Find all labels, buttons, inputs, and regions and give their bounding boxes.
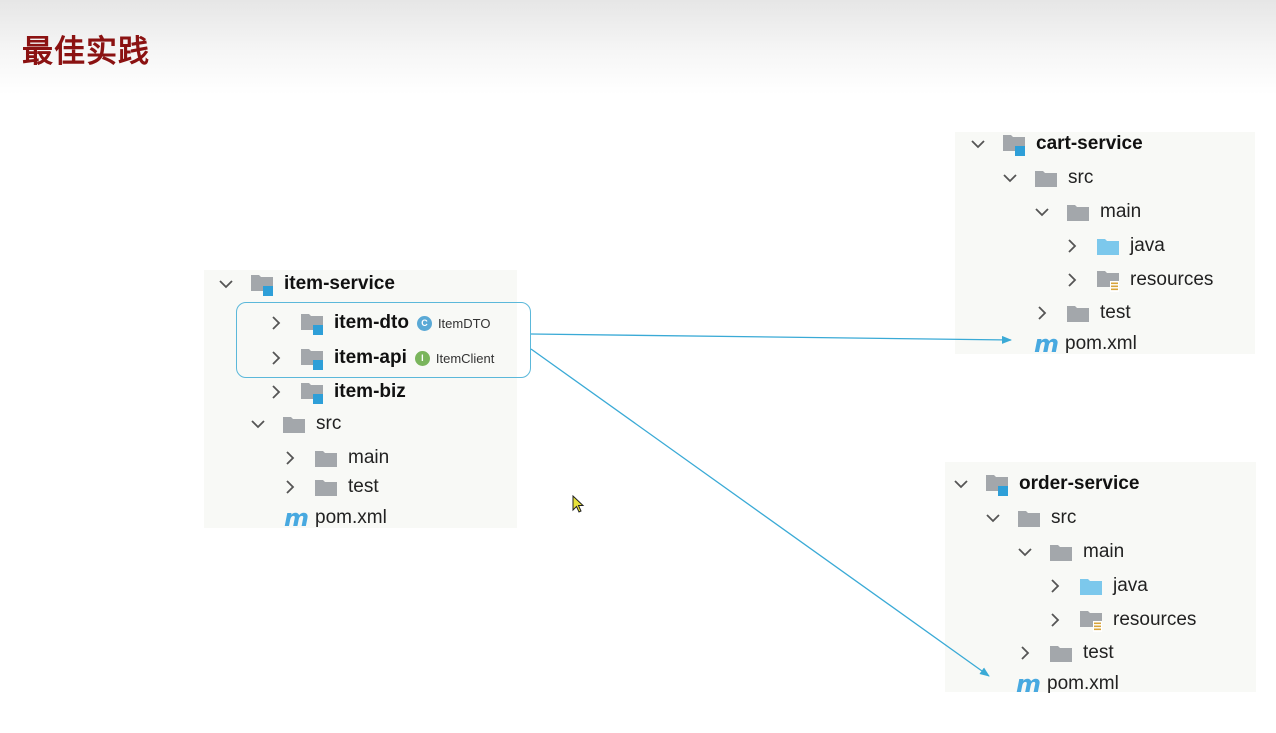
tree-node-order-service[interactable]: order-service	[953, 469, 1139, 499]
tree-node-main[interactable]: main	[282, 443, 389, 473]
tree-label: pom.xml	[1065, 333, 1137, 354]
arrow-to-order-service	[530, 348, 990, 677]
tree-node-test[interactable]: test	[282, 472, 379, 502]
tree-node-java[interactable]: java	[1064, 231, 1165, 261]
tree-node-item-api[interactable]: item-api I ItemClient	[268, 343, 494, 373]
tree-label: item-biz	[334, 381, 406, 402]
tree-node-test[interactable]: test	[1034, 298, 1131, 328]
tree-label: java	[1130, 235, 1165, 256]
tree-label: main	[1083, 541, 1125, 562]
tree-label: pom.xml	[1047, 673, 1119, 694]
page-title: 最佳实践	[22, 34, 150, 70]
tree-node-item-dto[interactable]: item-dto C ItemDTO	[268, 308, 490, 338]
arrow-to-cart-service	[530, 333, 1012, 344]
order-service-tree	[945, 462, 1256, 692]
tree-label: main	[1100, 201, 1142, 222]
tree-label: resources	[1130, 269, 1214, 290]
tree-node-resources[interactable]: resources	[1047, 605, 1196, 635]
tree-label: item-dto	[334, 312, 409, 333]
tree-label: test	[1100, 302, 1131, 323]
tree-node-cart-service[interactable]: cart-service	[970, 129, 1143, 159]
tree-node-resources[interactable]: resources	[1064, 265, 1213, 295]
tree-label: pom.xml	[315, 507, 387, 528]
tree-label: src	[316, 413, 342, 434]
tree-label: src	[1068, 167, 1094, 188]
tree-node-pom[interactable]: m pom.xml	[1034, 329, 1137, 359]
tree-label: cart-service	[1036, 133, 1143, 154]
tree-node-item-biz[interactable]: item-biz	[268, 377, 406, 407]
maven-icon: m	[284, 504, 310, 532]
tree-node-java[interactable]: java	[1047, 571, 1148, 601]
highlight-box	[236, 302, 531, 378]
badge-label: ItemClient	[435, 350, 495, 366]
tree-node-main[interactable]: main	[1017, 537, 1124, 567]
header-band	[0, 0, 1276, 95]
tree-node-main[interactable]: main	[1034, 197, 1141, 227]
class-icon: C	[416, 315, 432, 331]
tree-label: main	[348, 447, 390, 468]
item-service-tree	[204, 270, 517, 528]
tree-label: java	[1113, 575, 1148, 596]
tree-node-src[interactable]: src	[250, 409, 341, 439]
tree-node-src[interactable]: src	[985, 503, 1076, 533]
tree-label: src	[1051, 507, 1077, 528]
tree-label: order-service	[1019, 473, 1140, 494]
maven-icon: m	[1016, 670, 1042, 698]
class-badge: C ItemDTO	[416, 315, 491, 331]
tree-label: resources	[1113, 609, 1197, 630]
tree-label: test	[1083, 642, 1114, 663]
tree-node-src[interactable]: src	[1002, 163, 1093, 193]
tree-node-pom[interactable]: m pom.xml	[284, 503, 387, 533]
tree-node-item-service[interactable]: item-service	[218, 269, 395, 299]
tree-label: item-service	[284, 273, 395, 294]
badge-label: ItemDTO	[437, 315, 491, 331]
maven-icon: m	[1034, 330, 1060, 358]
tree-label: test	[348, 476, 379, 497]
interface-icon: I	[414, 350, 430, 366]
tree-node-pom[interactable]: m pom.xml	[1016, 669, 1119, 699]
mouse-cursor-icon	[572, 495, 585, 513]
interface-badge: I ItemClient	[414, 350, 495, 366]
tree-label: item-api	[334, 347, 407, 368]
tree-node-test[interactable]: test	[1017, 638, 1114, 668]
